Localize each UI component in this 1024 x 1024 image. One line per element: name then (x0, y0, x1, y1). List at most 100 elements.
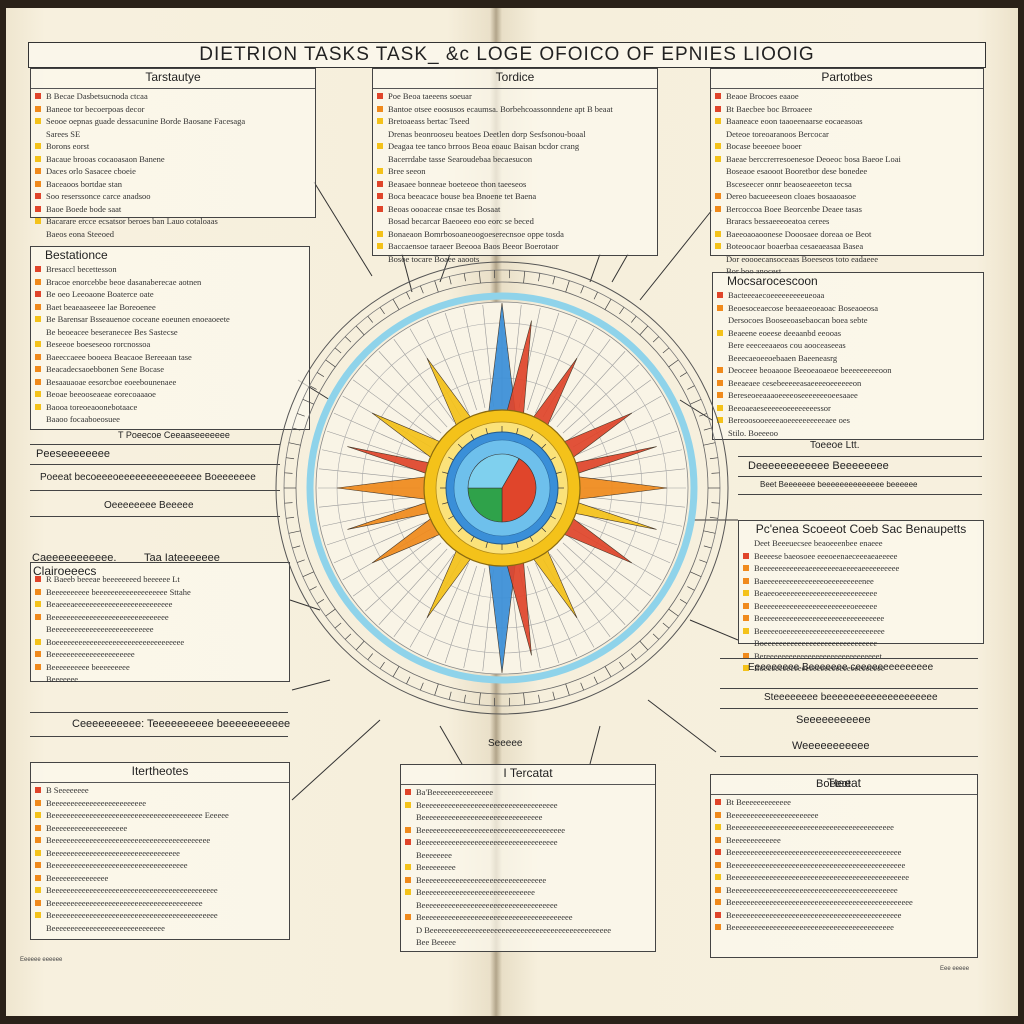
bullet-marker-icon (715, 924, 721, 931)
bullet-marker-icon (405, 839, 411, 846)
ring-tick (284, 472, 293, 474)
list-item-text: Baet beaeaaseeee lae Boreoenee (46, 301, 156, 312)
rule-line (720, 688, 978, 689)
list-item-text: Deagaa tee tanco brroos Beoa eoauc Baisa… (388, 141, 580, 152)
radial-gridline (527, 312, 560, 411)
list-item-text: Baoe Boede bode saat (46, 203, 122, 214)
ring-tick (552, 276, 556, 285)
list-item-text: Beeeeeeeee (416, 862, 456, 873)
list-item: Beeoaeaeseeeeeoeeeeeeeessor (713, 402, 983, 415)
list-item-text: Beeeeeoeeeeeeeeeeeeeeeeeeeeeeeeeee (754, 625, 885, 636)
list-item-text: Deteoe toreoaranoos Bercocar (726, 128, 829, 139)
radial-gridline (318, 468, 421, 480)
hub-tick (448, 456, 454, 461)
list-item-text: Bosoe tocare Boaee aaoots (388, 253, 480, 264)
list-item-text: Boca beeacace bouse bea Bnoene tet Baena (388, 191, 537, 202)
list-item: Bee Beeeee (401, 936, 655, 949)
bullet-marker-icon (35, 862, 41, 869)
list-item: Beeeeeeeeeeeeeeeeeeeeeeeeeeeeeeeeeeeeeee… (711, 871, 977, 884)
caption: Poeeat becoeeeoeeeeeeeeeeeeeee Boeeeeeee (40, 472, 256, 483)
list-item: Bonaeaon Bomrbosoaneoogoeserecnsoe oppe … (373, 228, 657, 241)
list-item: Bosad becarcar Baeoeeo eoo eorc se beced (373, 215, 657, 228)
list-item: Bereseoeeaaaoeeeeoseeeeeeeoeesaaee (713, 389, 983, 402)
radial-gridline (549, 338, 611, 422)
bullet-marker-icon (715, 874, 721, 881)
list-item: Bt Beeeeeeeeeeeee (711, 796, 977, 809)
panel-title: Tarstautye (31, 70, 315, 89)
bullet-marker-icon (35, 291, 41, 298)
radial-gridline (444, 565, 477, 664)
list-item-text: Stilo. Boeeeoo (728, 427, 779, 438)
list-item: Boeeeeeeeeeeeeeeeeeeeeeeeeeeeeeeeeee (31, 636, 289, 649)
list-item: Ba'Beeeeeeeeeeeeeeee (401, 786, 655, 799)
bullet-marker-icon (35, 837, 41, 844)
panel-title: Tteeat (711, 776, 977, 795)
ring-tick (662, 622, 670, 629)
list-item-text: Boeeeeeeeeeeeeeeeeeeeeeeeeeeeeeeee (754, 663, 885, 674)
bullet-marker-icon (377, 118, 383, 125)
list-item: Beasaee bonneae boeteeoe thon taeeseos (373, 178, 657, 191)
list-item-text: Beaoe Brocoes eaaoe (726, 91, 799, 102)
list-item-text: Bsceseecer onnr beaoseaeeeton tecsa (726, 178, 852, 189)
list-item-text: Baeeeeeeeeeeeeeeeeoeeeeeeeeenee (754, 575, 874, 586)
bullet-marker-icon (35, 303, 41, 310)
list-item: Beeeeeeeeeeeeeeeeeeeeeeeeeeeeeeeeeeeeeee… (711, 859, 977, 872)
radial-gridline (562, 364, 639, 434)
list-item: Baneoe tor becoerpoas decor (31, 103, 315, 116)
ring-tick (334, 622, 342, 629)
list-item-text: Baceaoos bortdae stan (46, 178, 122, 189)
radial-gridline (426, 562, 469, 657)
bullet-marker-icon (715, 143, 721, 150)
ring-tick (434, 280, 439, 293)
list-item-text: Drenas beonrooseu beatoes Deetlen dorp S… (388, 128, 586, 139)
list-item-text: Beeeeeeeeeeeeeeeeeeeeeeeeeeeeeeeeeeeeeee… (416, 912, 573, 923)
ring-tick (344, 633, 352, 640)
list-item-text: Beeeeeeeeeeeeeeeeeeeeeeeeeeeeeeeeeeeeeee… (46, 885, 218, 896)
list-item-text: Beeeeeeeeeeeeeeeeeeeeeeeeeeeeeee (46, 611, 169, 622)
list-item-text: Baaneace eoon taaoeenaarse eocaeasoas (726, 116, 863, 127)
rule-line (30, 490, 280, 491)
ring-tick (286, 457, 295, 460)
ring-tick (711, 472, 720, 474)
ring-tick (709, 516, 718, 519)
list-item-text: Soo reserssonce carce anadsoo (46, 191, 151, 202)
list-item: Baeos eona Steeoed (31, 228, 315, 241)
ring-tick (538, 694, 541, 703)
hub-tick (442, 471, 448, 474)
ring-tick (639, 640, 649, 651)
list-item-text: Beeeeeeeeeeeee (726, 834, 781, 845)
bullet-marker-icon (715, 181, 721, 187)
list-item-text: Beeeeeeeeeeeeeeeeeeeeeeeeeeeeeeeeeeee (416, 899, 558, 910)
bullet-marker-icon (717, 304, 723, 311)
caption: Boeeot (816, 778, 851, 790)
list-item-text: Beeeeeeeeeeeeeeeeeeeeeeeeeeeeeeeeeeeeeee… (46, 897, 203, 908)
bullet-marker-icon (35, 93, 41, 100)
list-item-text: Beaeeoeeeeeeeeeeeeeeeeeeeeeeeeee (754, 588, 878, 599)
list-item-text: Beeeeeeeeeeeeeeeeeeeeeeeeeeeeeeeeeeeeeee… (46, 835, 211, 846)
list-item: Beeeeeeeeeeeee (711, 834, 977, 847)
list-item: Beeeeeeeeeeeeeeeeeeeeeeeeeeeeeeeeeeeeeee… (711, 846, 977, 859)
radial-gridline (583, 468, 686, 480)
list-item-text: Beeeeeeeeeeeeaeeeeeeeeaeeeeaeeeeeeeeee (754, 563, 900, 574)
list-item: Bt Baecbee boc Brroaeee (711, 103, 983, 116)
radial-gridline (378, 548, 448, 625)
caption: Weeeeeeeeeee (792, 740, 870, 752)
list-item: Beeeeeeeeeeeeeeeeeeeeeeeeeeeeeeeeeeeeeee… (711, 909, 977, 922)
list-item-text: Beeeeeeeeeeeeeeeeeeeeeeeeeeeeee (46, 922, 165, 933)
ring-tick (523, 692, 526, 705)
list-item-text: Beoae beeooseaeae eorecoaaaoe (46, 389, 156, 400)
bullet-marker-icon (377, 131, 383, 137)
panel-mocsarocescoon: Mocsarocescoon Bacteeeaecoeeeeeeeeeueoaa… (712, 272, 984, 440)
radial-gridline (444, 312, 477, 411)
list-item: Beeeeeeeeeeeeeeeeeeeeeeeeeeeeeeeeeeeeeee… (711, 896, 977, 909)
